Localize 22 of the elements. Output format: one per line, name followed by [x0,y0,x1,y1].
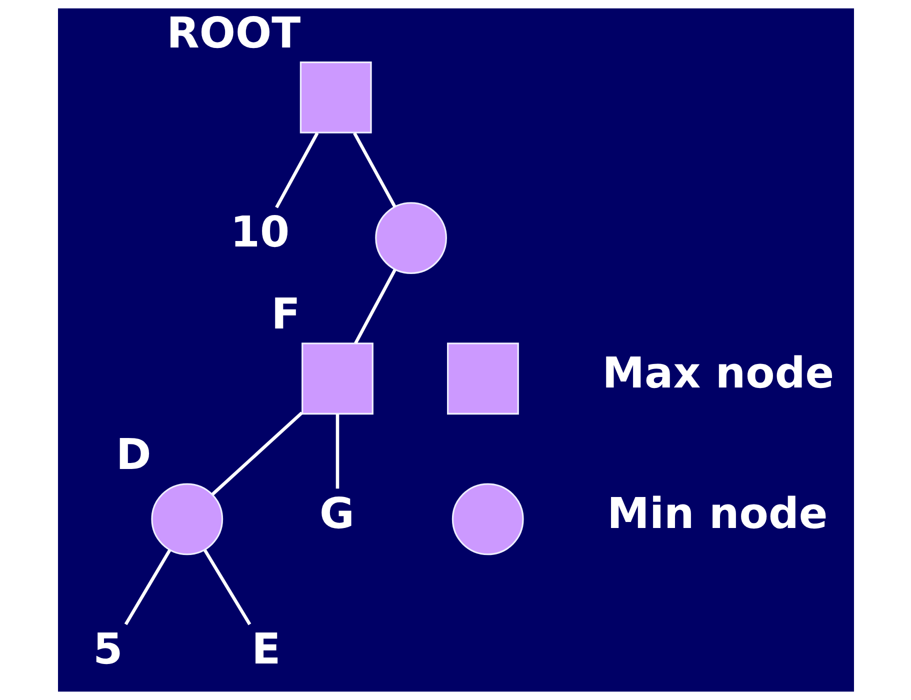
node-box [299,62,372,134]
node-label: ROOT [166,9,300,58]
node-circle [451,483,524,556]
connector [203,549,251,626]
connector [352,132,396,208]
node-text: 5 [92,625,122,674]
node-text: G [319,490,354,539]
node-text: 10 [230,208,290,258]
node-box [301,342,373,415]
node-label: D [116,430,151,480]
connector [354,268,396,344]
node-box [446,342,518,415]
node-text: E [251,625,280,674]
connector [124,549,171,626]
node-circle [150,483,223,556]
connector [211,412,302,496]
node-label: F [270,290,300,340]
node-circle [374,202,447,274]
connector [274,132,318,208]
connector [335,414,339,489]
legend-label: Max node [602,349,834,398]
legend-label: Min node [606,490,828,539]
